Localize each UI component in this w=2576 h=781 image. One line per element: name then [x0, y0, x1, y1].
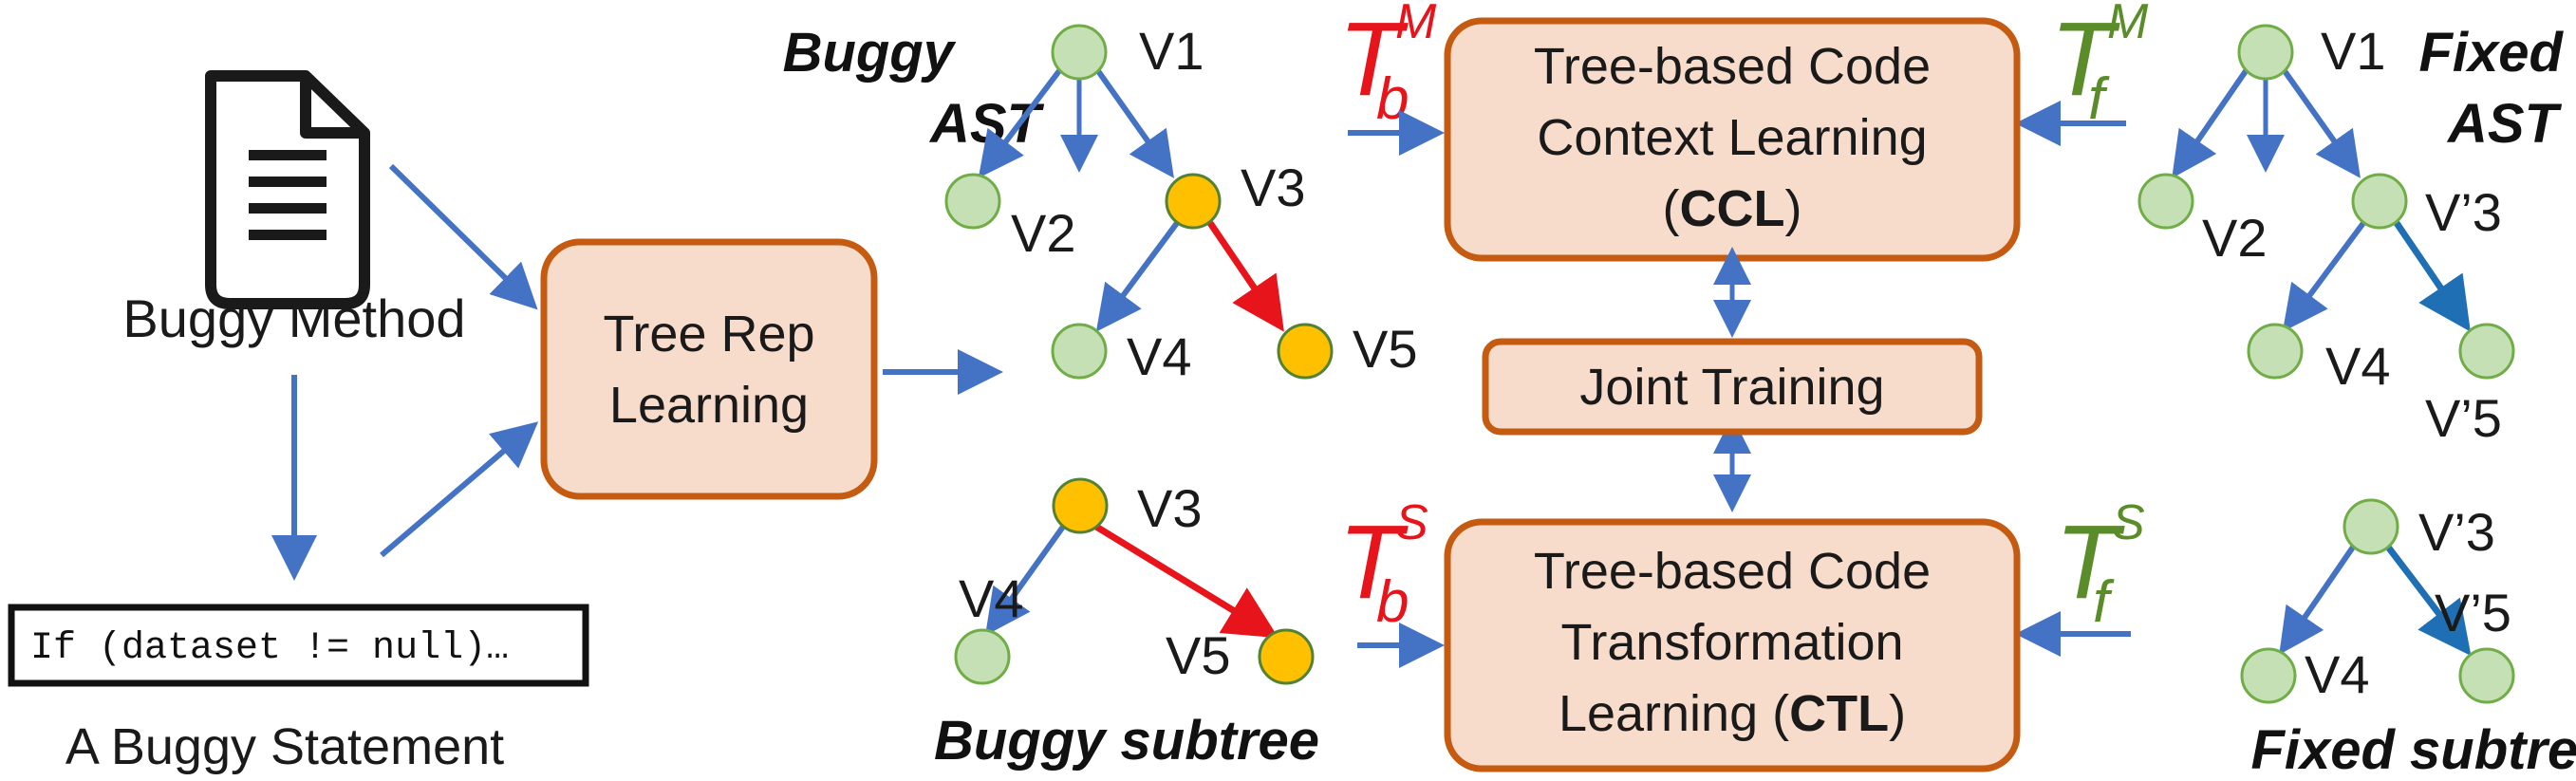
fixed-ast-label-v5prime: V’5 — [2425, 388, 2502, 448]
svg-text:b: b — [1376, 569, 1409, 635]
fixed-subtree-label-v3prime: V’3 — [2418, 502, 2495, 562]
svg-text:b: b — [1376, 66, 1409, 132]
fixed-ast-node-v3prime — [2351, 173, 2408, 230]
fixed-subtree-node-v5prime — [2458, 647, 2515, 704]
fixed-ast-edges — [2172, 66, 2471, 332]
symbol-tf-m: T M f — [2050, 0, 2149, 132]
fixed-ast-title-line1: Fixed — [2419, 22, 2565, 84]
svg-text:T: T — [2055, 504, 2125, 621]
fixed-subtree-node-v3prime — [2343, 498, 2399, 555]
buggy-ast-label-v2: V2 — [1011, 203, 1076, 263]
buggy-ast-label-v1: V1 — [1139, 21, 1204, 81]
buggy-subtree-label-v3: V3 — [1137, 478, 1203, 538]
svg-text:T: T — [1338, 504, 1409, 621]
fixed-ast-label-v2: V2 — [2202, 208, 2268, 268]
buggy-ast-label-v3: V3 — [1241, 158, 1306, 217]
statement-to-treerep-arrow — [380, 421, 539, 558]
buggy-ast-title-line2: AST — [928, 93, 1045, 155]
buggy-ast-label-v4: V4 — [1127, 326, 1192, 386]
buggy-subtree-label-v4: V4 — [959, 568, 1024, 628]
document-icon — [205, 70, 370, 309]
svg-text:S: S — [1395, 495, 1428, 550]
buggy-ast-node-v1 — [1051, 24, 1108, 81]
buggy-ast-node-v3 — [1165, 173, 1222, 230]
buggy-method-label: Buggy Method — [122, 288, 465, 348]
svg-text:S: S — [2112, 495, 2145, 550]
buggy-ast-label-v5: V5 — [1353, 319, 1418, 379]
method-to-treerep-arrow — [388, 163, 538, 310]
buggy-ast-node-v2 — [944, 173, 1001, 230]
tree-rep-line2: Learning — [609, 377, 809, 434]
svg-text:M: M — [1395, 0, 1437, 49]
code-snippet-box — [8, 604, 589, 687]
ctl-line2: Transformation — [1560, 614, 1903, 671]
ctl-box — [1444, 518, 2021, 772]
fixed-ast-label-v4: V4 — [2325, 336, 2391, 396]
svg-text:T: T — [2050, 1, 2120, 118]
buggy-statement-label: A Buggy Statement — [65, 718, 504, 775]
fixed-ast-node-v2 — [2137, 173, 2194, 230]
ccl-line3: (CCL) — [1663, 180, 1802, 237]
svg-text:M: M — [2107, 0, 2149, 49]
joint-training-box — [1482, 338, 1983, 436]
fixed-ast-node-v1 — [2237, 24, 2294, 81]
fixed-ast-label-v1: V1 — [2321, 21, 2386, 81]
ctl-line3: Learning (CTL) — [1559, 685, 1906, 742]
buggy-ast-node-v5 — [1277, 323, 1334, 380]
fixed-ast-label-v3prime: V’3 — [2425, 182, 2502, 242]
fixed-ast-title-line2: AST — [2446, 93, 2563, 155]
symbol-tf-s: T S f — [2055, 495, 2145, 635]
buggy-subtree-node-v3 — [1052, 477, 1109, 534]
ccl-line1: Tree-based Code — [1534, 38, 1931, 95]
fixed-subtree-edges — [2279, 543, 2472, 657]
joint-training-label: Joint Training — [1579, 359, 1884, 416]
fixed-subtree-label-v4: V4 — [2305, 644, 2370, 704]
ccl-line2: Context Learning — [1537, 109, 1927, 166]
symbol-tb-m: T M b — [1338, 0, 1437, 132]
buggy-subtree-edges — [985, 524, 1279, 639]
fixed-subtree-title: Fixed subtree — [2250, 719, 2576, 781]
buggy-subtree-title: Buggy subtree — [934, 710, 1319, 772]
svg-text:T: T — [1338, 1, 1409, 118]
fixed-ast-node-v5prime — [2458, 323, 2515, 380]
fixed-ast-node-v4 — [2247, 323, 2304, 380]
buggy-subtree-label-v5: V5 — [1166, 625, 1231, 685]
fixed-subtree-node-v4 — [2240, 647, 2297, 704]
fixed-subtree-label-v5prime: V’5 — [2435, 583, 2511, 642]
symbol-tb-s: T S b — [1338, 495, 1428, 635]
tree-rep-learning-box — [540, 238, 878, 500]
buggy-ast-edges — [978, 66, 1284, 332]
buggy-ast-title-line1: Buggy — [783, 22, 957, 84]
tree-rep-line1: Tree Rep — [603, 306, 814, 363]
code-snippet: If (dataset != null)… — [30, 627, 509, 670]
ctl-line1: Tree-based Code — [1534, 543, 1931, 600]
buggy-subtree-node-v5 — [1258, 628, 1315, 685]
buggy-ast-node-v4 — [1051, 323, 1108, 380]
buggy-subtree-node-v4 — [954, 628, 1011, 685]
